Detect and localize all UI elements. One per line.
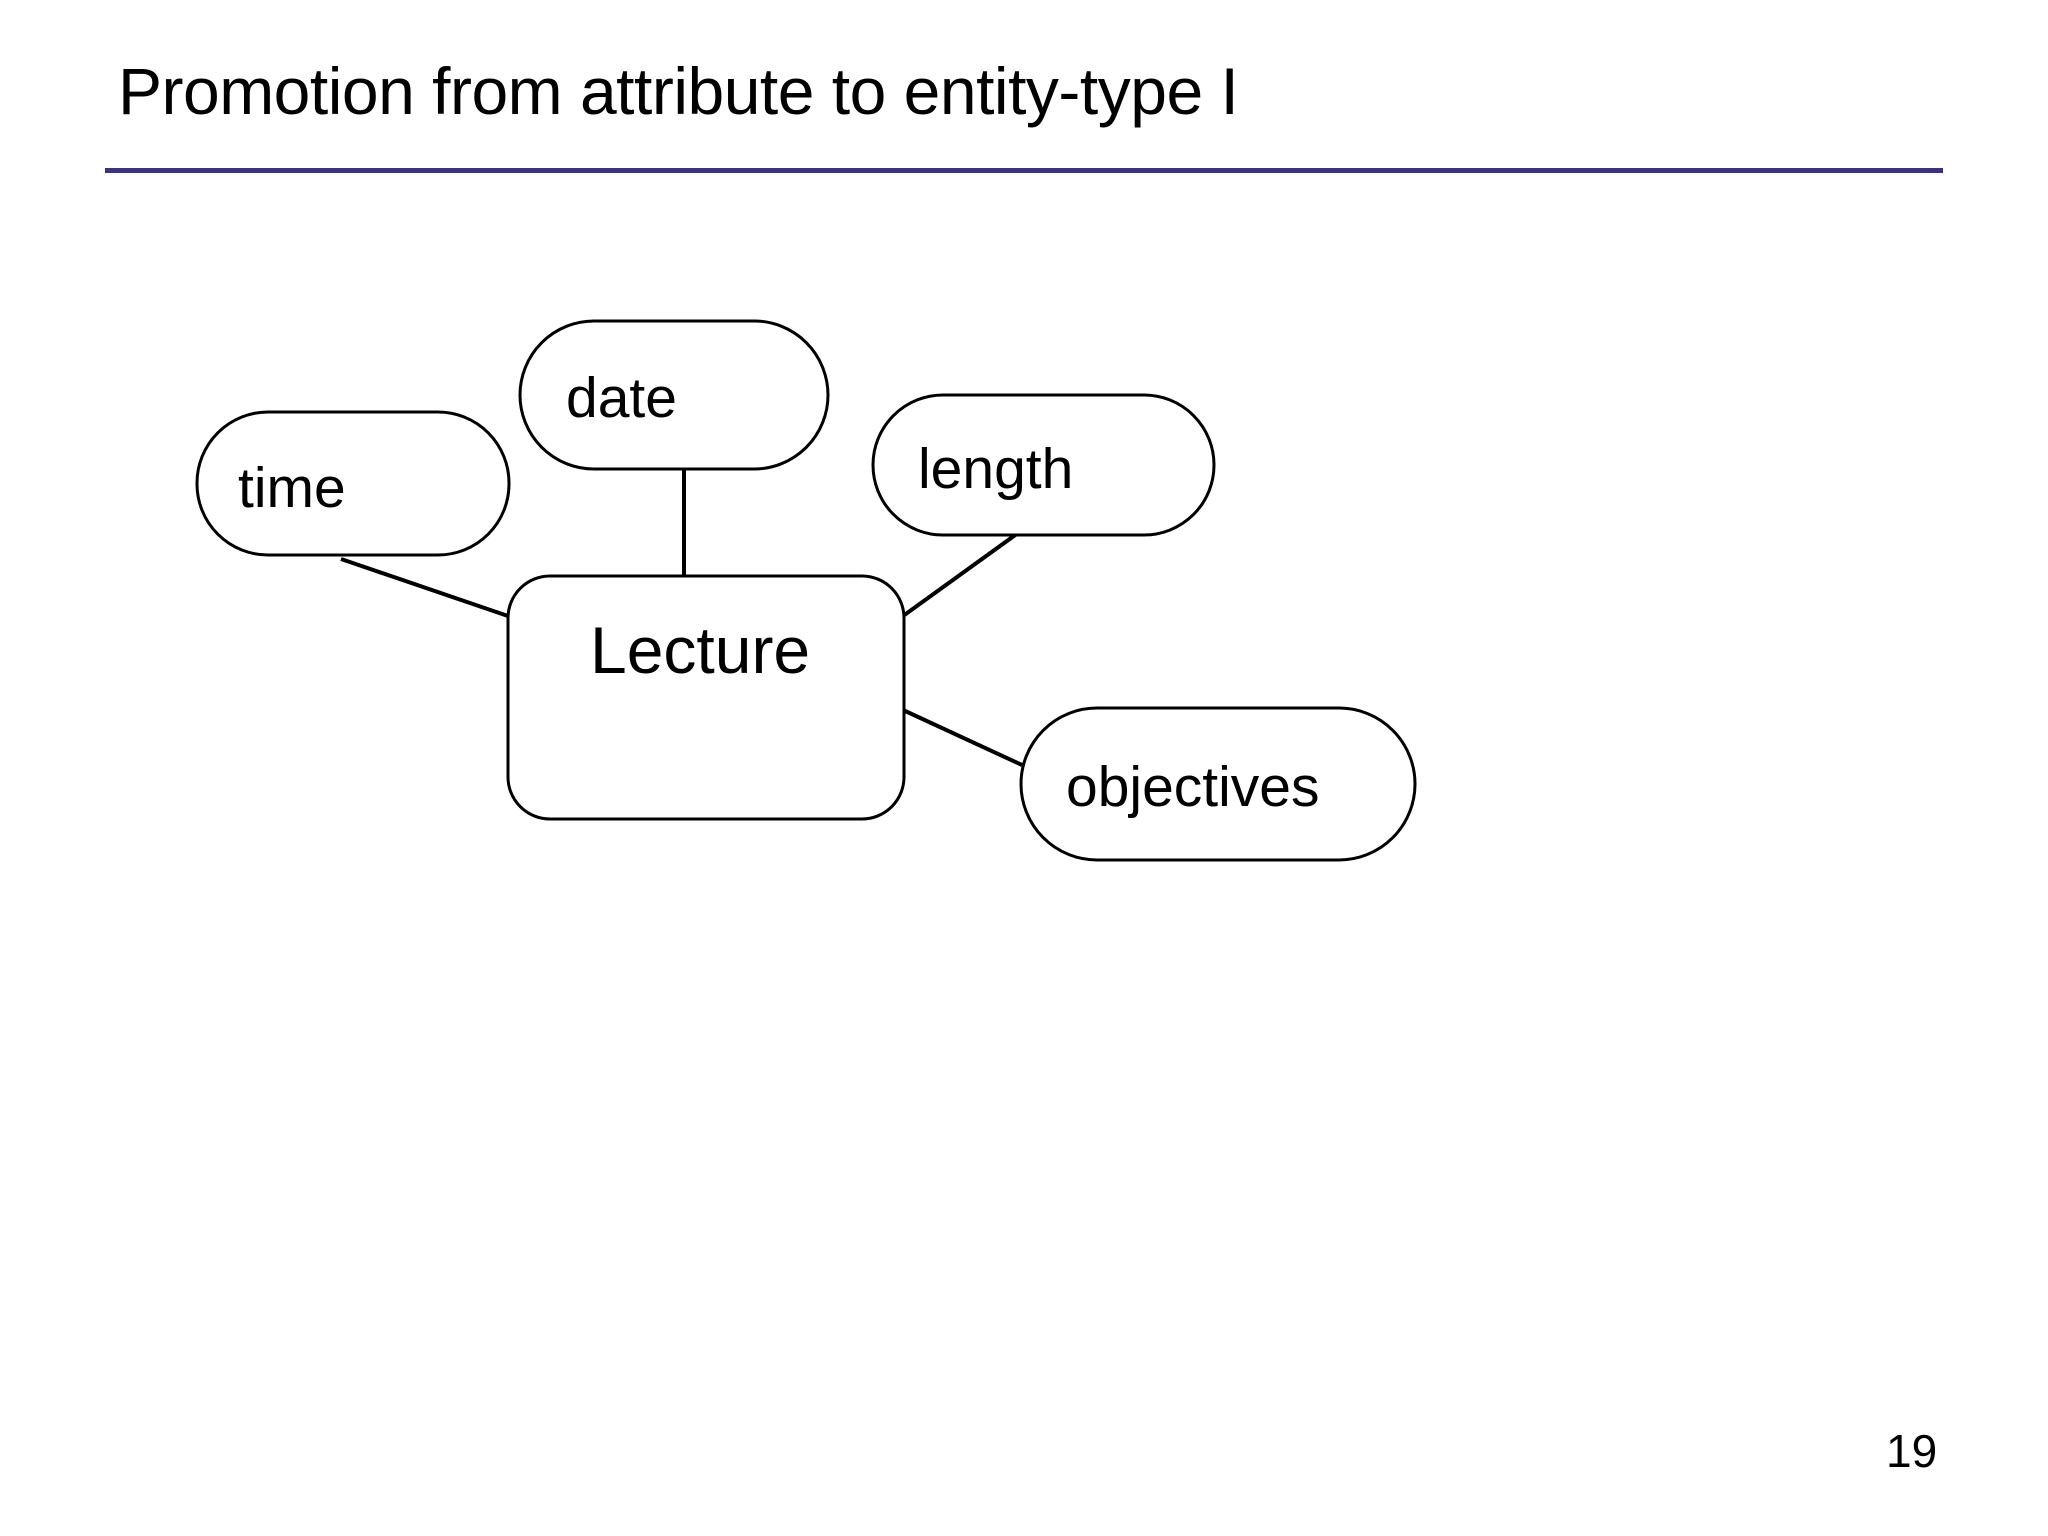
- attribute-length-label: length: [918, 437, 1073, 501]
- attribute-objectives-shape[interactable]: [1019, 706, 1417, 862]
- title-underline-rule: [105, 168, 1943, 173]
- attribute-date-label: date: [566, 366, 677, 430]
- connector-length-lecture: [901, 531, 1020, 618]
- connector-time-lecture: [340, 557, 509, 618]
- entity-lecture-label: Lecture: [590, 613, 810, 687]
- attribute-objectives-label: objectives: [1066, 755, 1319, 819]
- page-title: Promotion from attribute to entity-type …: [118, 54, 1239, 128]
- page-number: 19: [1886, 1425, 1938, 1477]
- attribute-time-label: time: [238, 456, 346, 520]
- entity-lecture-shape[interactable]: [506, 574, 906, 821]
- attribute-time-shape[interactable]: [195, 410, 511, 557]
- attribute-date-shape[interactable]: [518, 319, 830, 471]
- connector-objectives-lecture: [902, 708, 1023, 767]
- attribute-length-shape[interactable]: [871, 393, 1216, 537]
